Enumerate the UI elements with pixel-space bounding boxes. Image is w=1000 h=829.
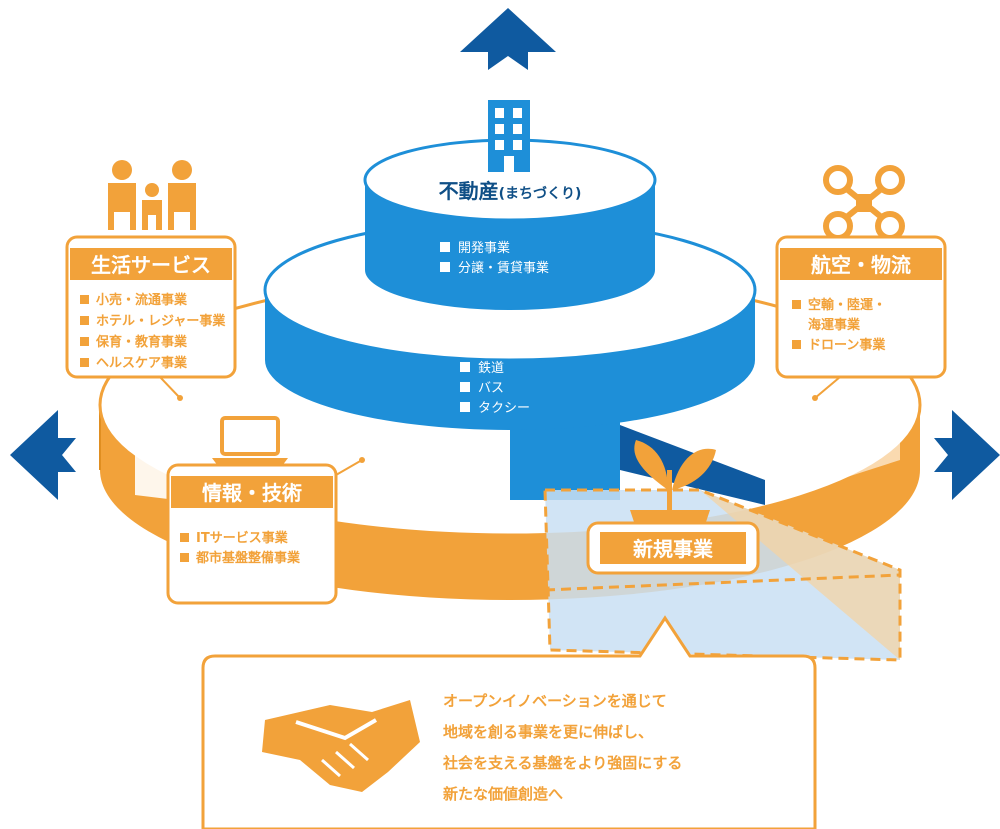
up-arrow-icon: [460, 8, 556, 70]
real-estate-item: 開発事業: [458, 240, 510, 256]
new-business-title: 新規事業: [633, 537, 714, 561]
callout-box: オープンイノベーションを通じて 地域を創る事業を更に伸ばし、 社会を支える基盤を…: [201, 615, 817, 829]
aviation-item: ドローン事業: [808, 337, 886, 353]
callout-line: 社会を支える基盤をより強固にする: [442, 754, 682, 772]
real-estate-tier: 不動産(まちづくり) 開発事業 分譲・賃貸事業: [363, 138, 657, 310]
family-icon: [108, 160, 196, 230]
callout-line: オープンイノベーションを通じて: [443, 692, 667, 710]
transport-title: 交通: [490, 319, 530, 343]
it-title: 情報・技術: [202, 481, 302, 505]
drone-icon: [823, 165, 905, 241]
life-item: 小売・流通事業: [96, 292, 188, 308]
it-item: 都市基盤整備事業: [195, 550, 301, 566]
transport-item: バス: [478, 381, 504, 396]
real-estate-heading: 不動産(まちづくり): [439, 179, 582, 203]
right-arrow-icon: [934, 410, 1000, 500]
life-services-box: 生活サービス 小売・流通事業 ホテル・レジャー事業 保育・教育事業 ヘルスケア事…: [65, 235, 237, 401]
life-item: 保育・教育事業: [95, 334, 188, 350]
real-estate-subtitle: (まちづくり): [499, 185, 582, 202]
transport-item: タクシー: [478, 401, 530, 416]
aviation-item: 海運事業: [808, 317, 861, 333]
it-item: ITサービス事業: [196, 530, 289, 546]
real-estate-items: 開発事業 分譲・賃貸事業: [440, 240, 549, 276]
aviation-title: 航空・物流: [811, 253, 911, 277]
callout-line: 新たな価値創造へ: [443, 785, 563, 803]
life-services-title: 生活サービス: [91, 253, 211, 277]
real-estate-title: 不動産: [439, 179, 499, 203]
handshake-icon: [262, 700, 420, 792]
laptop-icon: [212, 416, 288, 466]
building-icon: [488, 100, 530, 172]
life-item: ホテル・レジャー事業: [96, 313, 226, 329]
transport-item: 鉄道: [478, 361, 504, 376]
real-estate-item: 分譲・賃貸事業: [458, 260, 549, 276]
left-arrow-icon: [10, 410, 76, 500]
it-box: 情報・技術 ITサービス事業 都市基盤整備事業: [166, 457, 365, 605]
aviation-item: 空輸・陸運・: [808, 297, 886, 313]
aviation-box: 航空・物流 空輸・陸運・ 海運事業 ドローン事業: [775, 235, 947, 401]
callout-line: 地域を創る事業を更に伸ばし、: [443, 723, 653, 741]
transport-items: 鉄道 バス タクシー: [460, 361, 530, 416]
new-business-box: 新規事業: [586, 521, 760, 575]
life-item: ヘルスケア事業: [96, 355, 188, 371]
